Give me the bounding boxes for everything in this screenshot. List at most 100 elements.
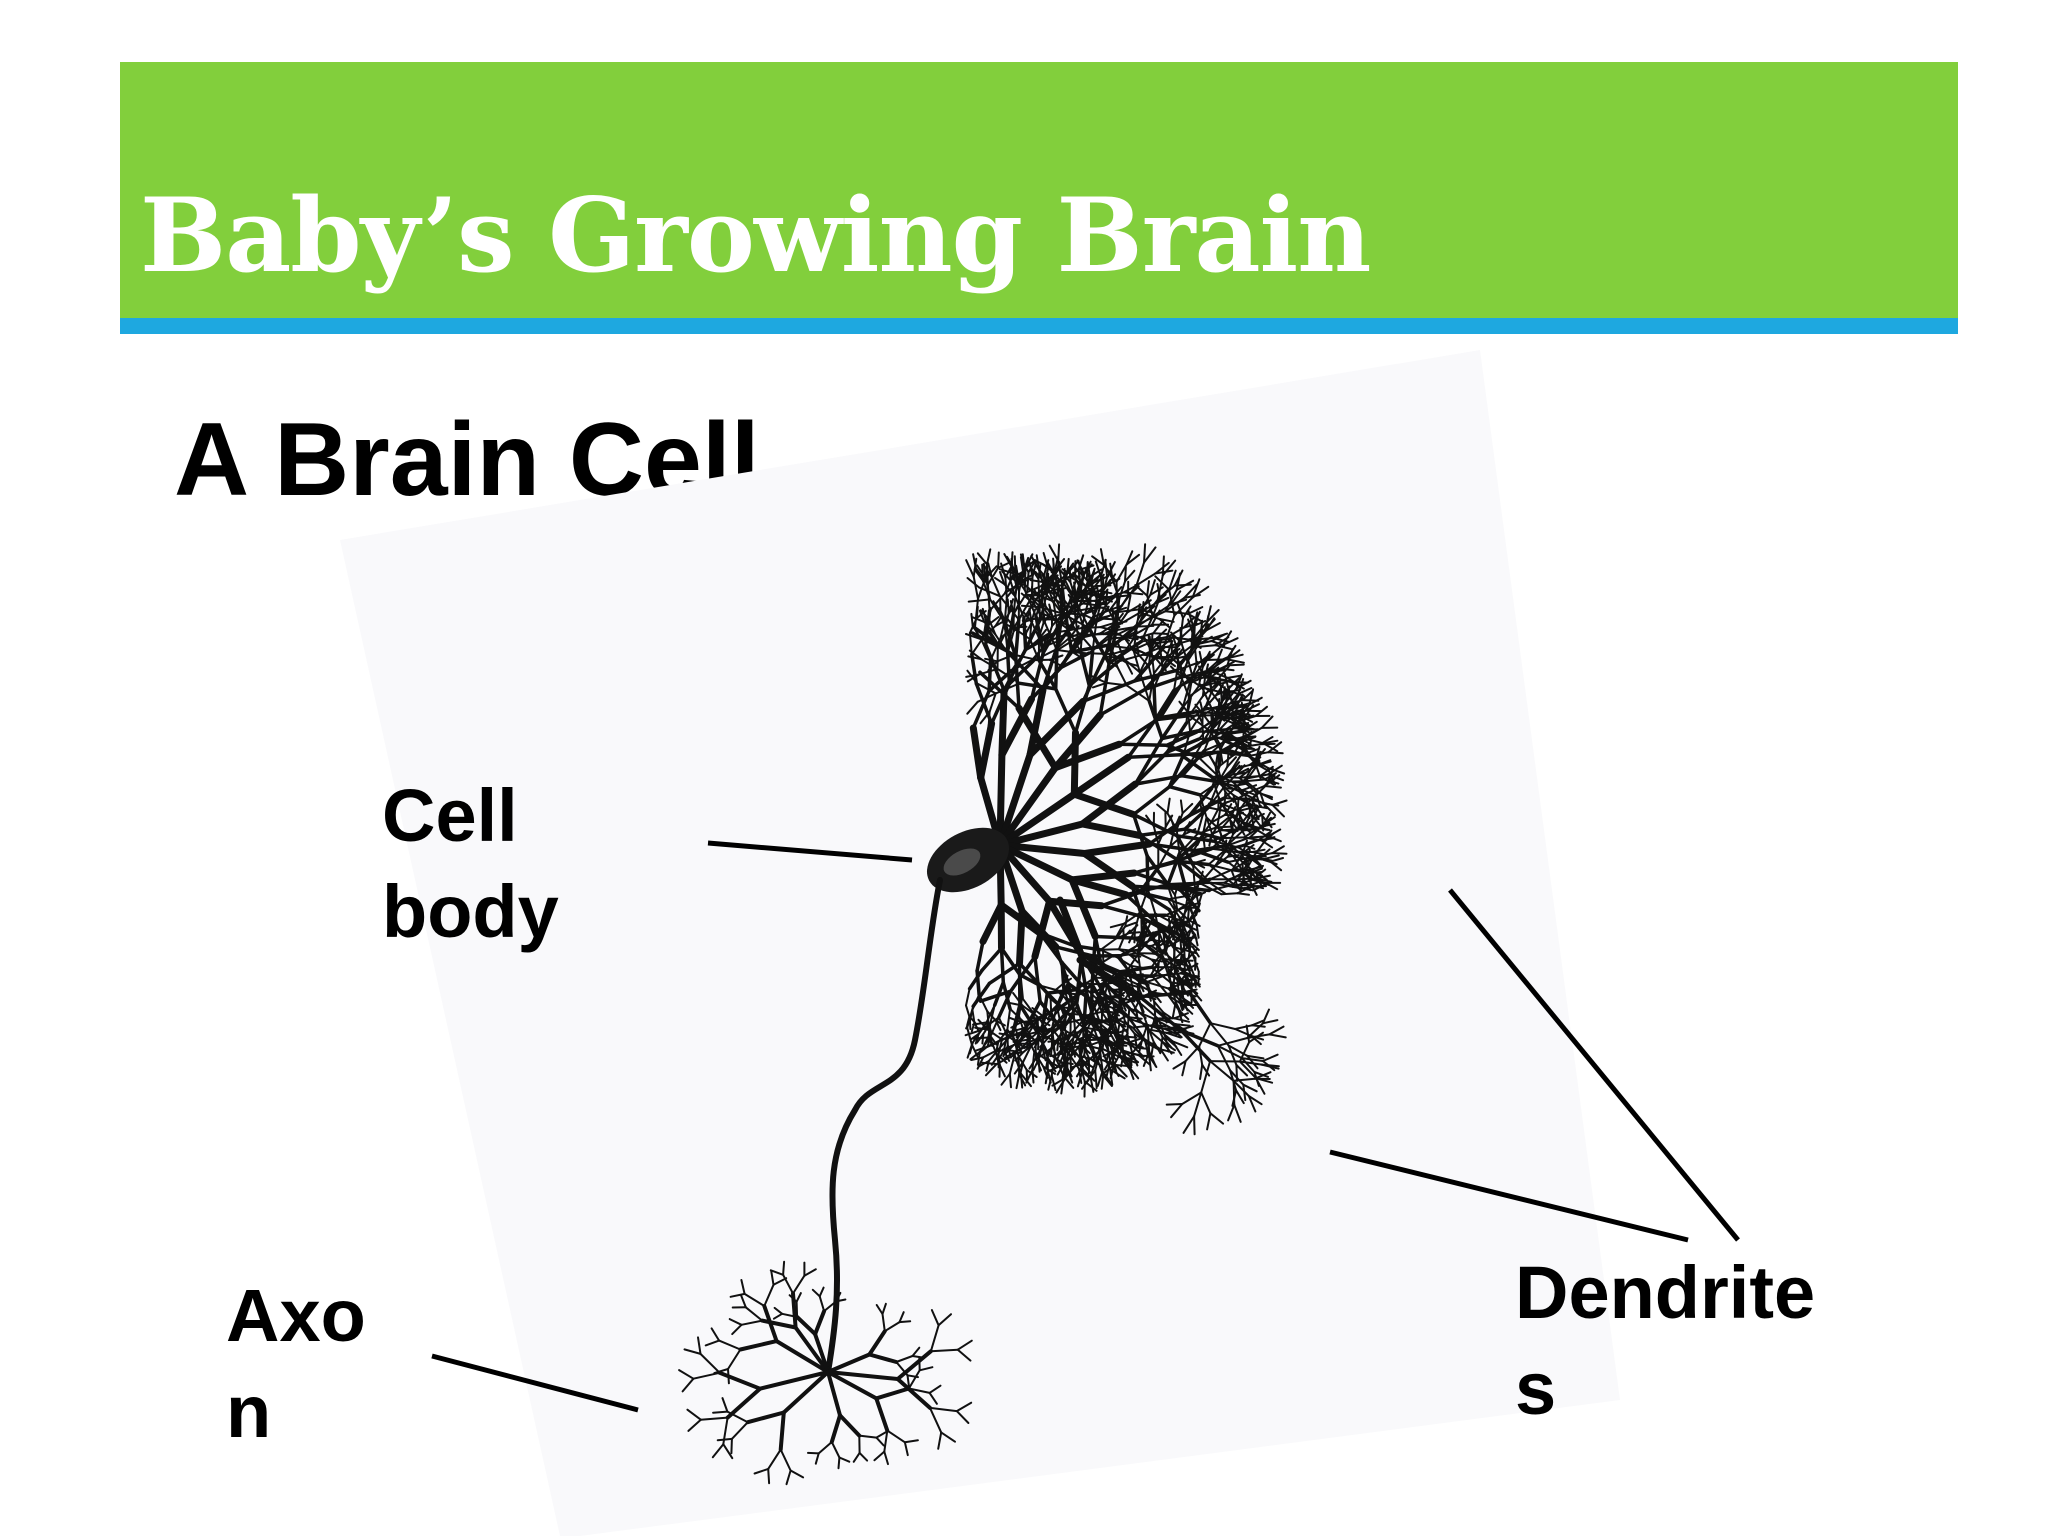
dendrite-twig <box>1112 999 1122 1021</box>
dendrite-branch <box>1053 648 1059 691</box>
axon-terminal-branch <box>867 1329 887 1357</box>
dendrite-twig <box>1156 583 1161 599</box>
dendrite-twig <box>1048 544 1060 562</box>
dendrite-twig <box>1085 561 1089 581</box>
dendrite-twig <box>1223 873 1242 884</box>
dendrite-twig <box>987 710 991 729</box>
axon-terminal-branch <box>788 1294 798 1303</box>
dendrite-twig <box>1175 1023 1191 1027</box>
dendrite-twig <box>1108 1041 1130 1047</box>
dendrite-twig <box>1254 705 1268 717</box>
dendrite-twig <box>1022 1043 1033 1063</box>
dendrite-twig <box>1193 1091 1203 1118</box>
dendrite-twig <box>1241 737 1245 754</box>
dendrite-trunk <box>996 820 1086 849</box>
dendrite-twig <box>1236 812 1251 830</box>
dendrite-twig <box>1219 684 1223 702</box>
dendrite-twig <box>1042 641 1057 649</box>
dendrite-twig <box>1047 1010 1053 1021</box>
dendrite-twig <box>1055 1004 1061 1020</box>
axon-terminal-branch <box>837 1456 841 1470</box>
dendrite-twig <box>1022 1020 1038 1028</box>
axon-terminal-branch <box>817 1441 833 1455</box>
dendrite-twig <box>1109 562 1114 580</box>
axon-terminal-branch <box>956 1348 972 1362</box>
dendrite-twig <box>1013 627 1031 641</box>
dendrite-twig <box>1207 848 1228 866</box>
dendrite-twig <box>1013 555 1017 573</box>
dendrite-twig <box>1171 1040 1183 1056</box>
dendrite-twig <box>1166 882 1176 908</box>
dendrite-twig <box>1248 804 1258 818</box>
dendrite-twig <box>1164 938 1183 950</box>
dendrite-twig <box>965 673 981 678</box>
dendrite-twig <box>1268 1025 1285 1036</box>
dendrite-twig <box>1123 1051 1140 1064</box>
dendrite-twig <box>1209 1022 1237 1030</box>
dendrite-twig <box>1046 634 1065 643</box>
dendrite-twig <box>1198 709 1212 718</box>
dendrite-twig <box>1157 860 1181 869</box>
dendrite-twig <box>1081 1068 1096 1082</box>
axon-terminal-branch <box>686 1408 702 1421</box>
dendrite-twig <box>1055 634 1083 652</box>
dendrite-twig <box>1040 604 1054 621</box>
dendrite-twig <box>1205 666 1220 677</box>
dendrite-branch <box>978 670 1021 710</box>
axon-terminal-branch <box>713 1368 729 1375</box>
dendrite-twig <box>1236 799 1248 815</box>
dendrite-twig <box>1117 948 1132 957</box>
dendrite-twig <box>1066 627 1082 653</box>
dendrite-twig <box>1196 814 1204 835</box>
axon-pointer <box>431 1353 639 1413</box>
dendrite-twig <box>1199 1063 1204 1080</box>
dendrite-twig <box>1261 1008 1270 1025</box>
dendrite-twig <box>1262 742 1279 753</box>
dendrite-twig <box>1217 700 1228 713</box>
dendrite-twig <box>1183 913 1198 926</box>
dendrite-twig <box>1094 991 1112 998</box>
dendrite-twig <box>1216 1044 1232 1072</box>
dendrite-branch <box>1158 684 1182 720</box>
dendrite-tree <box>964 543 1288 1136</box>
dendrite-twig <box>1175 812 1184 831</box>
dendrite-twig <box>1247 1095 1263 1106</box>
dendrite-twig <box>1191 661 1199 678</box>
dendrite-twig <box>1014 1043 1033 1053</box>
dendrite-twig <box>1193 885 1199 899</box>
dendrite-twig <box>1169 665 1183 678</box>
dendrite-twig <box>1084 584 1104 601</box>
dendrite-twig <box>1207 863 1229 881</box>
dendrite-twig <box>1152 825 1160 845</box>
axon-terminal-branch <box>881 1313 886 1333</box>
dendrite-twig <box>1008 1053 1016 1075</box>
dendrite-twig <box>1099 575 1104 601</box>
dendrite-twig <box>994 576 1006 586</box>
dendrite-twig <box>1025 1068 1038 1078</box>
axon-terminal-branch <box>929 1406 958 1413</box>
dendrite-twig <box>1013 615 1022 629</box>
dendrite-twig <box>1241 784 1258 792</box>
dendrite-twig <box>1141 929 1148 946</box>
dendrite-twig <box>1213 855 1229 868</box>
dendrite-twig <box>1028 1057 1037 1070</box>
dendrite-twig <box>1117 950 1132 959</box>
dendrite-twig <box>1223 881 1244 890</box>
dendrite-twig <box>1263 831 1276 843</box>
dendrite-twig <box>1197 718 1217 741</box>
dendrite-twig <box>1107 981 1120 985</box>
axon-terminal-branch <box>772 1312 784 1320</box>
dendrite-twig <box>1138 611 1161 620</box>
dendrite-twig <box>1068 1003 1081 1016</box>
dendrite-twig <box>1099 977 1114 986</box>
dendrite-twig <box>1155 1026 1180 1032</box>
dendrite-twig <box>1175 828 1181 855</box>
dendrite-twig <box>1216 648 1223 663</box>
dendrite-twig <box>1227 855 1255 864</box>
dendrite-twig <box>1139 973 1150 990</box>
dendrite-twig <box>1000 562 1007 579</box>
axon-terminal-branch <box>811 1288 821 1298</box>
dendrite-trunk <box>996 764 1059 849</box>
axon-terminal-branch <box>743 1292 766 1307</box>
dendrite-twig <box>1086 1010 1103 1017</box>
